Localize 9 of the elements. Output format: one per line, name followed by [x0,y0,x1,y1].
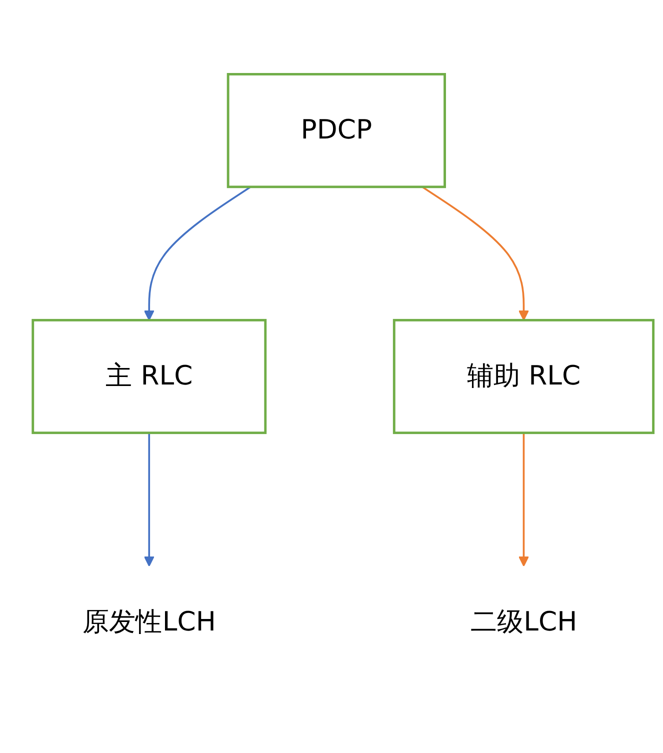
node-box: 辅助 RLC [392,318,655,434]
arrow [144,186,252,321]
arrow [518,432,530,567]
node-text: 二级LCH [470,607,578,638]
arrow [422,186,530,321]
arrow [144,432,154,567]
node-box: 主 RLC [32,318,267,434]
node-box: PDCP [226,73,446,188]
node-text: 原发性LCH [82,607,216,638]
